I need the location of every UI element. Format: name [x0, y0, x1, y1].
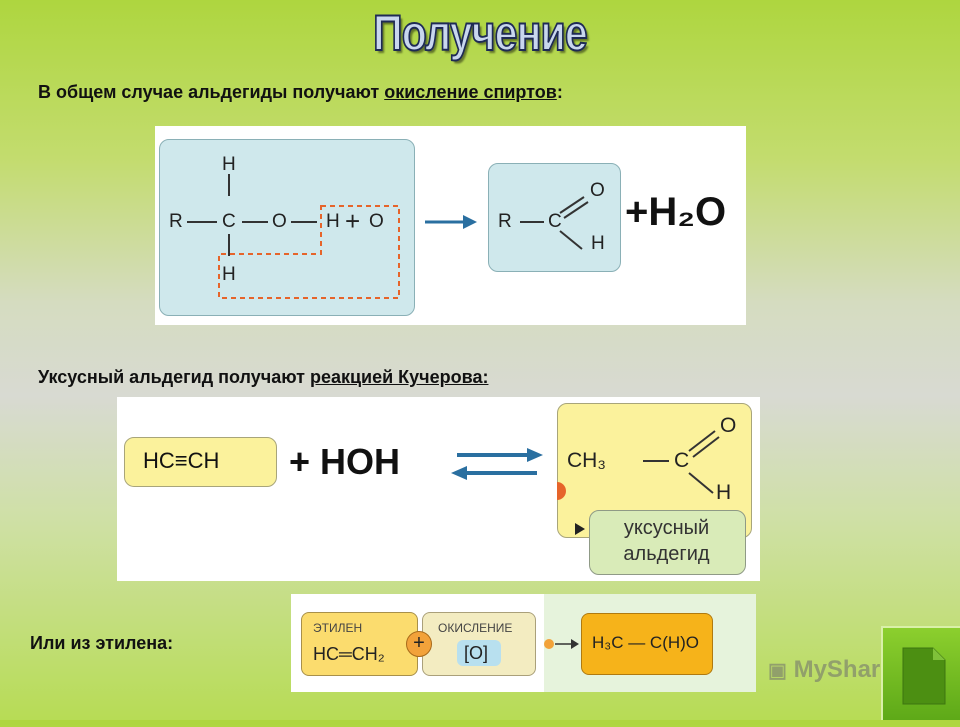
- aldehyde-diagram: [520, 196, 589, 250]
- product-r: R: [498, 211, 512, 232]
- reaction-2-panel: HC≡CH + HOH CH₃ C O H уксусный альдегид: [117, 397, 760, 581]
- carbonyl-o: O: [720, 414, 737, 437]
- bond-c-o-2: [563, 201, 589, 219]
- label-line-2: альдегид: [623, 543, 710, 565]
- atom-o-oxidant: O: [369, 211, 384, 232]
- atom-h-mid: H: [326, 211, 340, 232]
- acetaldehyde-diagram: [557, 430, 720, 500]
- acetaldehyde-label: уксусный альдегид: [589, 515, 744, 567]
- atom-h-bottom: H: [222, 264, 236, 285]
- oxidation-formula: [O]: [464, 643, 489, 663]
- water-product: +H₂O: [625, 190, 727, 234]
- ethylene-formula: HC═CH₂: [313, 644, 385, 664]
- kucherov-link[interactable]: реакцией Кучерова:: [309, 367, 489, 387]
- product-h: H: [591, 233, 605, 254]
- reaction-3-arrow: [544, 639, 579, 649]
- marker-dot: [557, 482, 566, 500]
- acetaldehyde-label-box: [589, 510, 746, 575]
- bond-ch: [688, 472, 714, 494]
- water-reagent: + HOH: [289, 441, 401, 482]
- bond-co-2: [692, 436, 720, 458]
- plus-badge: +: [406, 631, 432, 657]
- ethylene-line: Или из этилена:: [30, 633, 174, 653]
- page-title: Получение: [372, 4, 588, 62]
- product-c: C: [548, 211, 562, 232]
- carbonyl-h: H: [716, 481, 732, 504]
- product-box: [581, 613, 713, 675]
- carbonyl-c: C: [674, 449, 690, 472]
- intro-link[interactable]: окисление спиртов: [384, 82, 557, 102]
- reverse-arrow-head: [451, 466, 467, 480]
- tv-icon: ▣: [768, 660, 787, 682]
- label-pointer-icon: [575, 523, 585, 535]
- reaction-1-diagram: [187, 174, 477, 299]
- atom-o: O: [272, 211, 287, 232]
- atom-c: C: [222, 211, 236, 232]
- ethylene-box: [301, 612, 418, 676]
- reaction-3-panel: ЭТИЛЕН HC═CH₂ ОКИСЛЕНИЕ [O] + H₃C — C(H)…: [291, 594, 756, 692]
- oxidant-badge: [457, 640, 501, 666]
- aldehyde-box: [488, 163, 621, 272]
- acetylene-formula: HC≡CH: [143, 448, 220, 473]
- acetic-line: Уксусный альдегид получают реакцией Куче…: [38, 367, 488, 388]
- intro-tail: :: [556, 82, 563, 102]
- bond-co-1: [688, 430, 716, 452]
- product-formula: H₃C — C(H)O: [592, 633, 700, 652]
- bond-c-h: [559, 230, 583, 250]
- alcohol-box: [159, 139, 415, 316]
- acetic-text: Уксусный альдегид получают: [38, 367, 310, 387]
- intro-line: В общем случае альдегиды получают окисле…: [38, 82, 563, 103]
- equilibrium-arrows: [451, 448, 543, 480]
- reaction-arrow-head: [463, 215, 477, 229]
- arrow-head: [571, 639, 579, 649]
- bond-c-o-1: [559, 196, 585, 214]
- reaction-1-panel: H R C O H + O H R C O H +H₂O: [155, 126, 746, 325]
- ethylene-label: ЭТИЛЕН: [313, 621, 363, 635]
- label-line-1: уксусный: [623, 517, 710, 539]
- acetylene-box: [124, 437, 277, 487]
- intro-text: В общем случае альдегиды получают: [38, 82, 385, 102]
- atom-h-top: H: [222, 154, 236, 175]
- label-pointer: [575, 523, 585, 535]
- plus-sign: +: [345, 206, 361, 236]
- arrow-start-dot: [544, 639, 554, 649]
- oxidation-label: ОКИСЛЕНИЕ: [438, 621, 513, 635]
- document-icon: [902, 647, 946, 705]
- ch3-group: CH₃: [567, 449, 606, 472]
- atom-r: R: [169, 211, 183, 232]
- product-o: O: [590, 180, 605, 201]
- next-slide-button[interactable]: [881, 626, 960, 720]
- dashed-water-outline: [218, 205, 400, 299]
- forward-arrow-head: [527, 448, 543, 462]
